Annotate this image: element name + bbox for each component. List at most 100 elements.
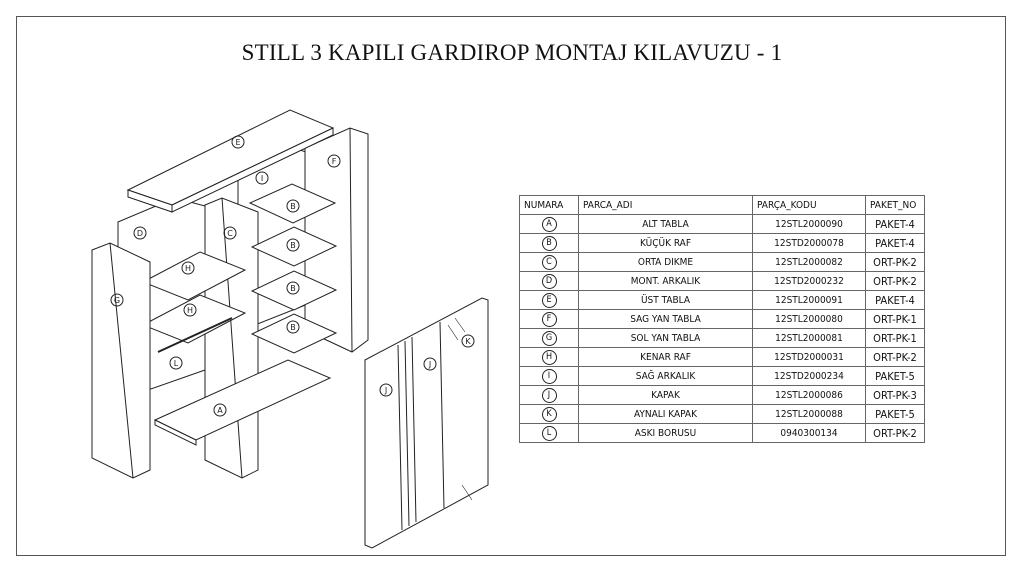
package-number: PAKET-5 (865, 404, 925, 424)
part-letter-badge: K (541, 406, 557, 422)
label-b: B (286, 199, 300, 213)
part-code: 12STL2000082 (752, 252, 866, 272)
label-b: B (286, 281, 300, 295)
part-code: 0940300134 (752, 423, 866, 443)
part-code: 12STL2000086 (752, 385, 866, 405)
svg-text:I: I (261, 174, 263, 183)
package-number: ORT-PK-1 (865, 328, 925, 348)
part-number: L (519, 423, 579, 443)
page-title: STILL 3 KAPILI GARDIROP MONTAJ KILAVUZU … (241, 40, 783, 65)
page-border (16, 16, 1006, 556)
part-name: MONT. ARKALIK (578, 271, 753, 291)
package-number: PAKET-4 (865, 214, 925, 234)
part-name: SOL YAN TABLA (578, 328, 753, 348)
shelf-b2 (250, 226, 338, 267)
package-number: ORT-PK-2 (865, 347, 925, 367)
part-name: KAPAK (578, 385, 753, 405)
svg-text:J: J (428, 360, 431, 369)
part-letter-badge: H (541, 349, 557, 365)
label-j: J (379, 383, 393, 397)
header-paket-no: PAKET_NO (865, 195, 925, 215)
svg-text:L: L (174, 359, 179, 368)
label-g: G (110, 293, 124, 307)
part-name: ÜST TABLA (578, 290, 753, 310)
part-code: 12STD2000031 (752, 347, 866, 367)
label-b: B (286, 238, 300, 252)
part-number: F (519, 309, 579, 329)
part-letter-badge: L (541, 425, 557, 441)
svg-text:B: B (290, 284, 296, 293)
shelf-h2 (141, 294, 247, 344)
parts-table: NUMARA PARCA_ADI PARÇA_KODU PAKET_NO A AL… (519, 195, 925, 443)
part-letter-badge: A (541, 216, 557, 232)
part-number: J (519, 385, 579, 405)
part-letter-badge: F (541, 311, 557, 327)
package-number: PAKET-4 (865, 290, 925, 310)
package-number: PAKET-4 (865, 233, 925, 253)
part-number: B (519, 233, 579, 253)
svg-text:K: K (465, 337, 471, 346)
shelf-b1 (248, 183, 337, 224)
part-number: K (519, 404, 579, 424)
package-number: ORT-PK-3 (865, 385, 925, 405)
part-code: 12STL2000088 (752, 404, 866, 424)
label-b: B (286, 320, 300, 334)
header-numara: NUMARA (519, 195, 579, 215)
part-letter-badge: J (541, 387, 557, 403)
shelf-h1 (141, 251, 247, 301)
part-code: 12STL2000090 (752, 214, 866, 234)
shelf-b3 (250, 270, 338, 311)
part-letter-badge: E (541, 292, 557, 308)
part-number: C (519, 252, 579, 272)
svg-text:H: H (187, 306, 193, 315)
svg-text:A: A (217, 406, 223, 415)
label-f: F (327, 154, 341, 168)
part-letter-badge: C (541, 254, 557, 270)
part-code: 12STL2000091 (752, 290, 866, 310)
part-name: ASKI BORUSU (578, 423, 753, 443)
label-j: J (423, 357, 437, 371)
part-name: AYNALI KAPAK (578, 404, 753, 424)
svg-text:F: F (332, 157, 337, 166)
shelf-b4 (250, 313, 338, 354)
part-code: 12STL2000080 (752, 309, 866, 329)
part-number: E (519, 290, 579, 310)
part-number: H (519, 347, 579, 367)
header-parca-kodu: PARÇA_KODU (752, 195, 866, 215)
label-a: A (213, 403, 227, 417)
header-parca-adi: PARCA_ADI (578, 195, 753, 215)
svg-text:D: D (137, 229, 143, 238)
svg-text:G: G (114, 296, 120, 305)
part-name: ALT TABLA (578, 214, 753, 234)
part-code: 12STD2000078 (752, 233, 866, 253)
table-header-row: NUMARA PARCA_ADI PARÇA_KODU PAKET_NO (519, 195, 925, 215)
svg-text:B: B (290, 202, 296, 211)
svg-text:B: B (290, 323, 296, 332)
label-h: H (183, 303, 197, 317)
part-letter-badge: G (541, 330, 557, 346)
part-letter-badge: B (541, 235, 557, 251)
label-k: K (461, 334, 475, 348)
part-name: SAĞ ARKALIK (578, 366, 753, 386)
svg-text:J: J (384, 386, 387, 395)
part-number: I (519, 366, 579, 386)
svg-text:H: H (185, 264, 191, 273)
doors-jk (364, 297, 489, 549)
part-number: G (519, 328, 579, 348)
package-number: ORT-PK-2 (865, 271, 925, 291)
svg-text:C: C (227, 229, 233, 238)
label-h: H (181, 261, 195, 275)
part-letter-badge: D (541, 273, 557, 289)
part-number: A (519, 214, 579, 234)
part-name: KÜÇÜK RAF (578, 233, 753, 253)
